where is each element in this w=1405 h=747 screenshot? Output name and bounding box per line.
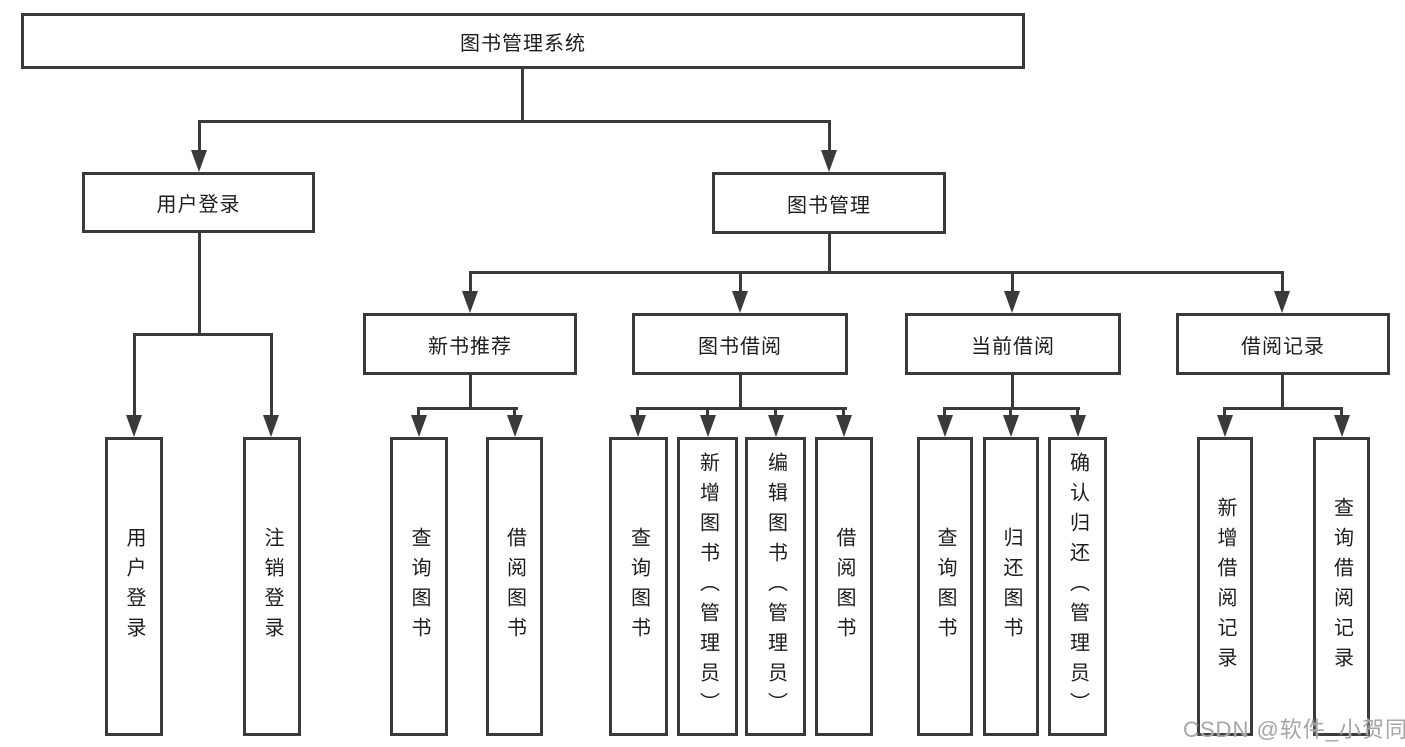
node-current-borrow: 当前借阅 bbox=[905, 313, 1121, 375]
leaf-add-borrow-record: 新增借阅记录 bbox=[1197, 437, 1253, 736]
arrow-down-icon bbox=[411, 415, 427, 437]
connector-line bbox=[828, 120, 831, 154]
connector-line bbox=[133, 333, 136, 417]
connector-line bbox=[198, 233, 201, 335]
connector-line bbox=[842, 407, 845, 419]
leaf-edit-books-admin-label: 编辑图书（管理员） bbox=[764, 451, 787, 722]
connector-line bbox=[133, 333, 273, 336]
leaf-add-borrow-record-label: 新增借阅记录 bbox=[1214, 496, 1236, 677]
leaf-borrow-books-recommend-label: 借阅图书 bbox=[503, 526, 526, 647]
connector-line bbox=[636, 407, 847, 410]
connector-line bbox=[417, 407, 420, 419]
csdn-watermark: CSDN @软件_小贺同学 bbox=[1183, 717, 1405, 742]
arrow-down-icon bbox=[263, 415, 279, 437]
connector-line bbox=[1011, 271, 1014, 295]
node-new-book-recommend: 新书推荐 bbox=[363, 313, 577, 375]
arrow-down-icon bbox=[1003, 415, 1019, 437]
node-user-login-label: 用户登录 bbox=[156, 194, 241, 216]
connector-line bbox=[1009, 407, 1012, 419]
connector-line bbox=[469, 271, 1284, 274]
connector-line bbox=[417, 407, 518, 410]
connector-line bbox=[828, 234, 831, 274]
leaf-return-books-label: 归还图书 bbox=[1000, 526, 1022, 647]
arrow-down-icon bbox=[1070, 415, 1086, 437]
connector-line bbox=[521, 69, 524, 121]
leaf-add-books-admin: 新增图书（管理员） bbox=[677, 437, 738, 736]
node-book-management-label: 图书管理 bbox=[787, 194, 871, 217]
connector-line bbox=[774, 407, 777, 419]
arrow-down-icon bbox=[507, 415, 523, 437]
leaf-borrow-books-label: 借阅图书 bbox=[833, 526, 855, 647]
arrow-down-icon bbox=[836, 415, 852, 437]
arrow-down-icon bbox=[768, 415, 784, 437]
leaf-query-borrow-record: 查询借阅记录 bbox=[1313, 437, 1370, 736]
leaf-logout-label: 注销登录 bbox=[261, 526, 283, 647]
arrow-down-icon bbox=[1004, 291, 1020, 313]
leaf-return-books: 归还图书 bbox=[983, 437, 1039, 736]
arrow-down-icon bbox=[1274, 291, 1290, 313]
arrow-down-icon bbox=[700, 415, 716, 437]
leaf-query-books-recommend: 查询图书 bbox=[390, 437, 448, 736]
connector-line bbox=[943, 407, 946, 419]
node-new-book-recommend-label: 新书推荐 bbox=[428, 335, 512, 358]
leaf-query-books-borrow: 查询图书 bbox=[609, 437, 668, 736]
connector-line bbox=[1076, 407, 1079, 419]
connector-line bbox=[198, 120, 201, 154]
leaf-query-books-current: 查询图书 bbox=[917, 437, 973, 736]
node-root: 图书管理系统 bbox=[21, 13, 1025, 69]
node-user-login: 用户登录 bbox=[82, 172, 315, 233]
leaf-query-books-borrow-label: 查询图书 bbox=[627, 526, 650, 647]
arrow-down-icon bbox=[191, 150, 207, 172]
leaf-query-books-recommend-label: 查询图书 bbox=[408, 526, 430, 647]
connector-line bbox=[270, 333, 273, 417]
connector-line bbox=[1223, 407, 1226, 419]
connector-line bbox=[1340, 407, 1343, 419]
leaf-confirm-return-admin-label: 确认归还（管理员） bbox=[1066, 451, 1089, 722]
connector-line bbox=[469, 375, 472, 409]
node-borrow-records: 借阅记录 bbox=[1176, 313, 1390, 375]
leaf-confirm-return-admin: 确认归还（管理员） bbox=[1048, 437, 1107, 736]
arrow-down-icon bbox=[462, 291, 478, 313]
leaf-borrow-books-recommend: 借阅图书 bbox=[486, 437, 543, 736]
leaf-borrow-books: 借阅图书 bbox=[815, 437, 873, 736]
arrow-down-icon bbox=[630, 415, 646, 437]
connector-line bbox=[739, 271, 742, 295]
leaf-query-books-current-label: 查询图书 bbox=[934, 526, 956, 647]
connector-line bbox=[1281, 271, 1284, 295]
node-book-borrow: 图书借阅 bbox=[632, 313, 848, 375]
connector-line bbox=[706, 407, 709, 419]
connector-line bbox=[1223, 407, 1343, 410]
leaf-logout: 注销登录 bbox=[243, 437, 301, 736]
arrow-down-icon bbox=[821, 150, 837, 172]
leaf-edit-books-admin: 编辑图书（管理员） bbox=[745, 437, 806, 736]
connector-line bbox=[469, 271, 472, 295]
connector-line bbox=[1281, 375, 1284, 409]
node-current-borrow-label: 当前借阅 bbox=[971, 335, 1055, 358]
connector-line bbox=[198, 120, 831, 123]
node-borrow-records-label: 借阅记录 bbox=[1241, 335, 1325, 358]
node-book-management: 图书管理 bbox=[712, 172, 946, 234]
leaf-add-books-admin-label: 新增图书（管理员） bbox=[696, 451, 719, 722]
arrow-down-icon bbox=[732, 291, 748, 313]
connector-line bbox=[1011, 375, 1014, 409]
arrow-down-icon bbox=[1217, 415, 1233, 437]
leaf-user-login-label: 用户登录 bbox=[123, 526, 145, 647]
arrow-down-icon bbox=[937, 415, 953, 437]
arrow-down-icon bbox=[126, 415, 142, 437]
arrow-down-icon bbox=[1334, 415, 1350, 437]
node-root-label: 图书管理系统 bbox=[460, 32, 586, 55]
connector-line bbox=[513, 407, 516, 419]
node-book-borrow-label: 图书借阅 bbox=[698, 335, 782, 358]
connector-line bbox=[636, 407, 639, 419]
leaf-user-login: 用户登录 bbox=[105, 437, 163, 736]
leaf-query-borrow-record-label: 查询借阅记录 bbox=[1330, 496, 1353, 677]
connector-line bbox=[739, 375, 742, 409]
